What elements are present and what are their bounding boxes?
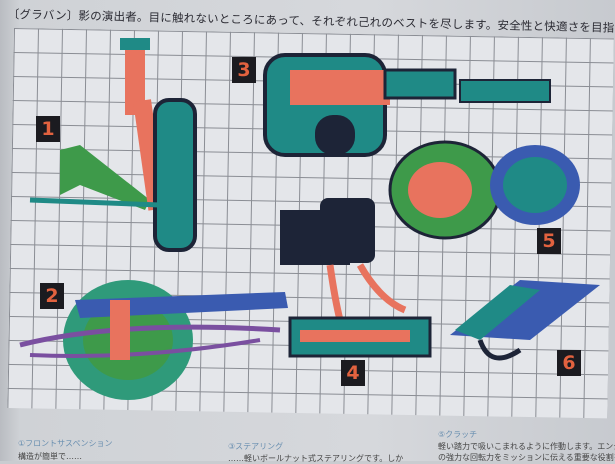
section-title-clutch: ⑤クラッチ [438,430,478,439]
diagram-number-5: 5 [537,228,561,254]
diagram-number-2: 2 [40,283,64,309]
section-text-clutch-2: の強力な回転力をミッションに伝える重要な役割を果 [438,453,615,462]
steering-gearbox-illustration [263,53,551,157]
rear-suspension-illustration [19,280,288,400]
section-text-steering: ……軽いボールナット式ステアリングです。しか [228,454,404,463]
section-text-clutch: 軽い踏力で吸いこまれるように作動します。エンジン [438,442,615,451]
section-title-front-suspension: ①フロントサスペンション [18,439,113,448]
diagram-number-1: 1 [36,116,60,142]
section-title-steering: ③ステアリング [228,442,284,451]
clutch-illustration [388,140,580,240]
part-6-illustration [450,280,600,361]
diagram-number-6: 6 [557,350,581,376]
diagram-number-3: 3 [232,57,256,83]
diagram-number-4: 4 [341,360,365,386]
brake-master-cylinder-illustration [280,198,432,358]
section-text-front-suspension: 構造が簡単で…… [18,452,82,461]
front-suspension-illustration [29,38,197,252]
